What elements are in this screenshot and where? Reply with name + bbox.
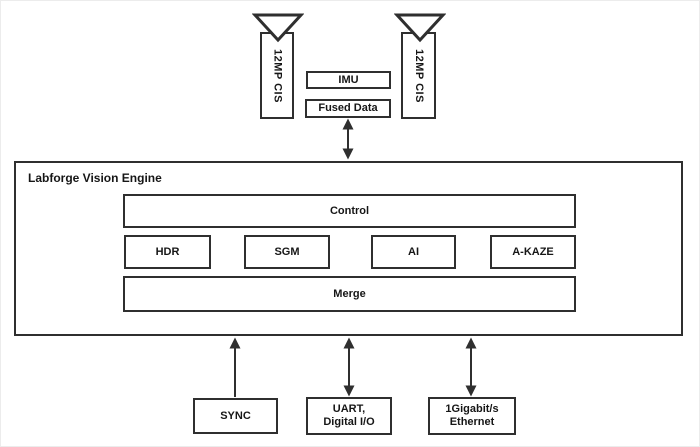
ethernet-label-line2: Ethernet bbox=[449, 416, 495, 428]
camera-right-lens-icon bbox=[394, 13, 446, 43]
ethernet-engine-arrow bbox=[465, 337, 477, 397]
module-box-akaze: A-KAZE bbox=[490, 235, 576, 269]
module-akaze-label: A-KAZE bbox=[512, 245, 554, 258]
fused-data-label: Fused Data bbox=[318, 102, 378, 114]
sync-engine-arrow bbox=[229, 337, 241, 397]
camera-left-box: 12MP CIS bbox=[260, 32, 294, 119]
camera-left-lens-icon bbox=[252, 13, 304, 43]
uart-label-line1: UART, bbox=[332, 403, 366, 415]
camera-left-label: 12MP CIS bbox=[271, 48, 284, 103]
merge-label: Merge bbox=[333, 287, 366, 300]
merge-box: Merge bbox=[123, 276, 576, 312]
uart-engine-arrow bbox=[343, 337, 355, 397]
uart-box: UART, Digital I/O bbox=[306, 397, 392, 435]
sync-box: SYNC bbox=[193, 398, 278, 434]
camera-right-label: 12MP CIS bbox=[413, 48, 425, 103]
ethernet-label-line1: 1Gigabit/s bbox=[445, 403, 499, 415]
uart-label-line2: Digital I/O bbox=[323, 416, 375, 428]
imu-label: IMU bbox=[338, 73, 359, 86]
ethernet-box: 1Gigabit/s Ethernet bbox=[428, 397, 516, 435]
module-sgm-label: SGM bbox=[274, 245, 300, 258]
module-box-ai: AI bbox=[371, 235, 456, 269]
control-label: Control bbox=[329, 204, 370, 217]
control-box: Control bbox=[123, 194, 576, 228]
imu-box: IMU bbox=[306, 71, 391, 89]
module-box-hdr: HDR bbox=[124, 235, 211, 269]
module-hdr-label: HDR bbox=[155, 245, 180, 258]
vision-engine-title: Labforge Vision Engine bbox=[28, 171, 162, 185]
module-ai-label: AI bbox=[408, 245, 419, 258]
camera-right-box: 12MP CIS bbox=[401, 32, 436, 119]
sync-label: SYNC bbox=[220, 409, 251, 422]
module-box-sgm: SGM bbox=[244, 235, 330, 269]
fused-data-engine-arrow bbox=[342, 118, 354, 160]
fused-data-box: Fused Data bbox=[305, 99, 391, 118]
